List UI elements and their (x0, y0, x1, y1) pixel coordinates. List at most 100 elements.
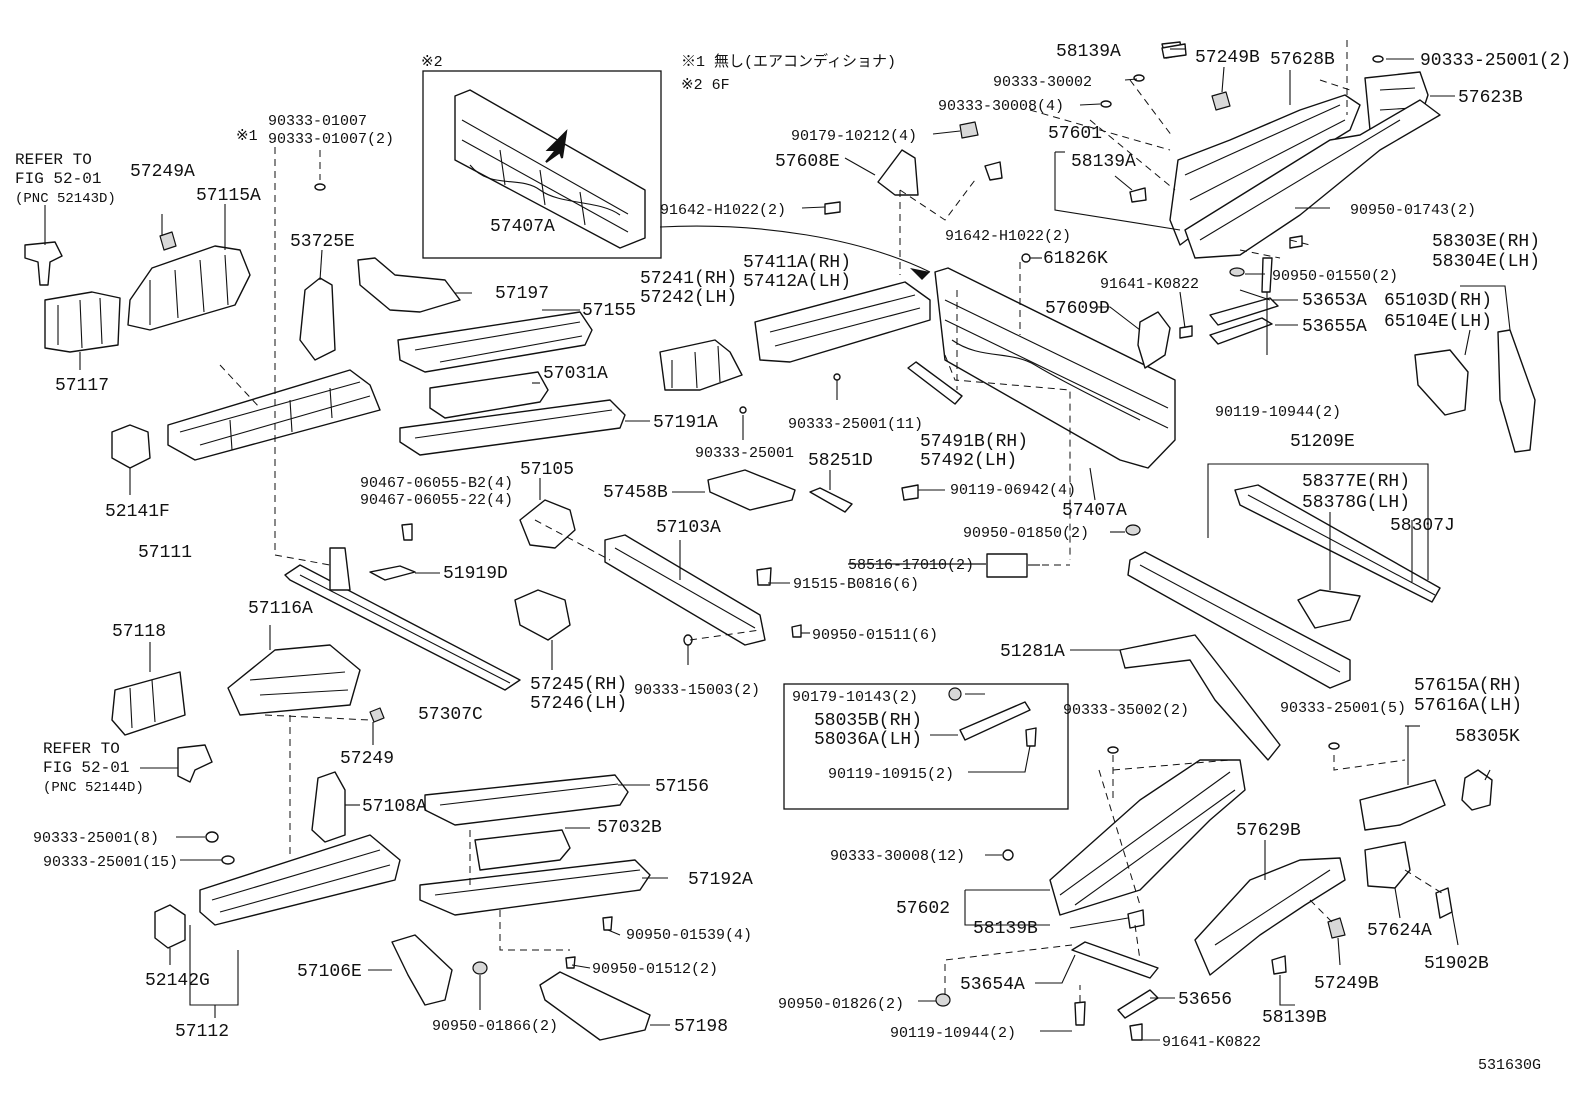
label-53656: 53656 (1178, 990, 1232, 1010)
bracket-57458b (707, 469, 796, 511)
member-57411a (754, 281, 931, 363)
clip-57249b-bottom (1327, 917, 1346, 939)
mark-1: ※1 (236, 128, 258, 145)
bracket-53654a (1071, 941, 1159, 979)
label-57117: 57117 (55, 376, 109, 396)
label-57241: 57241(RH) (640, 269, 737, 289)
label-57108a: 57108A (362, 797, 427, 817)
inset-box-brace (783, 683, 1069, 810)
label-57242: 57242(LH) (640, 288, 737, 308)
bracket-53655a (1209, 317, 1273, 345)
label-90950-01866-2: 90950-01866(2) (432, 1018, 558, 1035)
label-90333-25001-mid: 90333-25001 (695, 445, 794, 462)
label-57155: 57155 (582, 301, 636, 321)
notes: ※1 無し(エアコンディショナ) ※2 6F ※2 ※1 (236, 52, 896, 145)
label-57105: 57105 (520, 460, 574, 480)
label-58304e: 58304E(LH) (1432, 252, 1540, 272)
label-57192a: 57192A (688, 870, 753, 890)
label-53725e: 53725E (290, 232, 355, 252)
bracket-53725e (299, 277, 336, 361)
label-90950-01850-2: 90950-01850(2) (963, 525, 1089, 542)
bracket-57108a (311, 771, 346, 843)
label-90950-01539-4: 90950-01539(4) (626, 927, 752, 944)
rocker-57155 (397, 311, 593, 373)
label-90333-01007: 90333-01007 (268, 113, 367, 130)
dash-panel-57407a (934, 267, 1176, 469)
frame-51209e (1127, 551, 1351, 689)
label-90467-a: 90467-06055-B2(4) (360, 475, 513, 492)
label-58377e: 58377E(RH) (1302, 472, 1410, 492)
panel-57197 (357, 257, 461, 313)
label-90179-10212-4: 90179-10212(4) (791, 128, 917, 145)
label-57616a: 57616A(LH) (1414, 696, 1522, 716)
label-57116a: 57116A (248, 599, 313, 619)
bracket-57615a (1359, 779, 1446, 831)
side-member-57307c (284, 547, 521, 691)
note-2: ※2 6F (681, 77, 730, 94)
part-labels: 58139A 57249B 57628B 90333-25001(2) 5762… (33, 42, 1571, 1074)
label-57106e: 57106E (297, 962, 362, 982)
label-57115a: 57115A (196, 186, 261, 206)
label-65103d: 65103D(RH) (1384, 291, 1492, 311)
apron-57628b (1169, 94, 1361, 246)
label-90950-01550-2: 90950-01550(2) (1272, 268, 1398, 285)
label-57112: 57112 (175, 1022, 229, 1042)
label-58305k: 58305K (1455, 727, 1520, 747)
refer-2-line1: REFER TO (43, 740, 120, 758)
label-51209e: 51209E (1290, 432, 1355, 452)
rocker-57032b (474, 829, 571, 871)
bracket-57241 (659, 339, 743, 391)
label-90333-30008-12: 90333-30008(12) (830, 848, 965, 865)
label-90333-30008-4: 90333-30008(4) (938, 98, 1064, 115)
leader-lines (44, 48, 1511, 1041)
label-65104e: 65104E(LH) (1384, 312, 1492, 332)
plate-58251d (809, 487, 853, 513)
label-57412a: 57412A(LH) (743, 272, 851, 292)
label-58303e: 58303E(RH) (1432, 232, 1540, 252)
label-90950-01743-2: 90950-01743(2) (1350, 202, 1476, 219)
label-57602: 57602 (896, 899, 950, 919)
bracket-52141f (111, 424, 151, 469)
label-90119-10944-2-a: 90119-10944(2) (1215, 404, 1341, 421)
label-51919d: 51919D (443, 564, 508, 584)
bracket-51902b (1435, 887, 1453, 919)
label-57246: 57246(LH) (530, 694, 627, 714)
label-90333-25001-8: 90333-25001(8) (33, 830, 159, 847)
label-57111: 57111 (138, 543, 192, 563)
label-52141f: 52141F (105, 502, 170, 522)
label-90179-10143-2: 90179-10143(2) (792, 689, 918, 706)
label-57307c: 57307C (418, 705, 483, 725)
inset-mark: ※2 (421, 54, 443, 71)
bracket-refer-bottom (177, 744, 213, 783)
label-58035b: 58035B(RH) (814, 711, 922, 731)
bracket-57117 (44, 291, 121, 353)
label-58516: 58516-17010(2) (848, 557, 974, 574)
refer-1-line3: (PNC 52143D) (15, 191, 116, 207)
figure-code: 531630G (1478, 1057, 1541, 1074)
label-57156: 57156 (655, 777, 709, 797)
label-57628b: 57628B (1270, 50, 1335, 70)
bracket-53656 (1117, 989, 1159, 1019)
bracket-refer-top (24, 241, 63, 286)
rocker-57192a (419, 859, 651, 916)
label-58139b-b: 58139B (1262, 1008, 1327, 1028)
refer-notes: REFER TO FIG 52-01 (PNC 52143D) REFER TO… (15, 151, 144, 796)
side-member-57112 (199, 834, 401, 926)
label-58251d: 58251D (808, 451, 873, 471)
label-57411a: 57411A(RH) (743, 253, 851, 273)
label-57198: 57198 (674, 1017, 728, 1037)
label-57197: 57197 (495, 284, 549, 304)
label-51281a: 51281A (1000, 642, 1065, 662)
arrow-icon (545, 129, 568, 163)
label-57491b: 57491B(RH) (920, 432, 1028, 452)
label-90119-10944-2-b: 90119-10944(2) (890, 1025, 1016, 1042)
label-58139b-a: 58139B (973, 919, 1038, 939)
label-52142g: 52142G (145, 971, 210, 991)
clip-57249 (369, 707, 385, 723)
apron-57624a (1364, 841, 1411, 889)
label-57249b-bottom: 57249B (1314, 974, 1379, 994)
label-90119-06942-4: 90119-06942(4) (950, 482, 1076, 499)
label-91642-h1022-2-a: 91642-H1022(2) (660, 202, 786, 219)
bracket-51281a (1119, 634, 1281, 761)
label-57032b: 57032B (597, 818, 662, 838)
